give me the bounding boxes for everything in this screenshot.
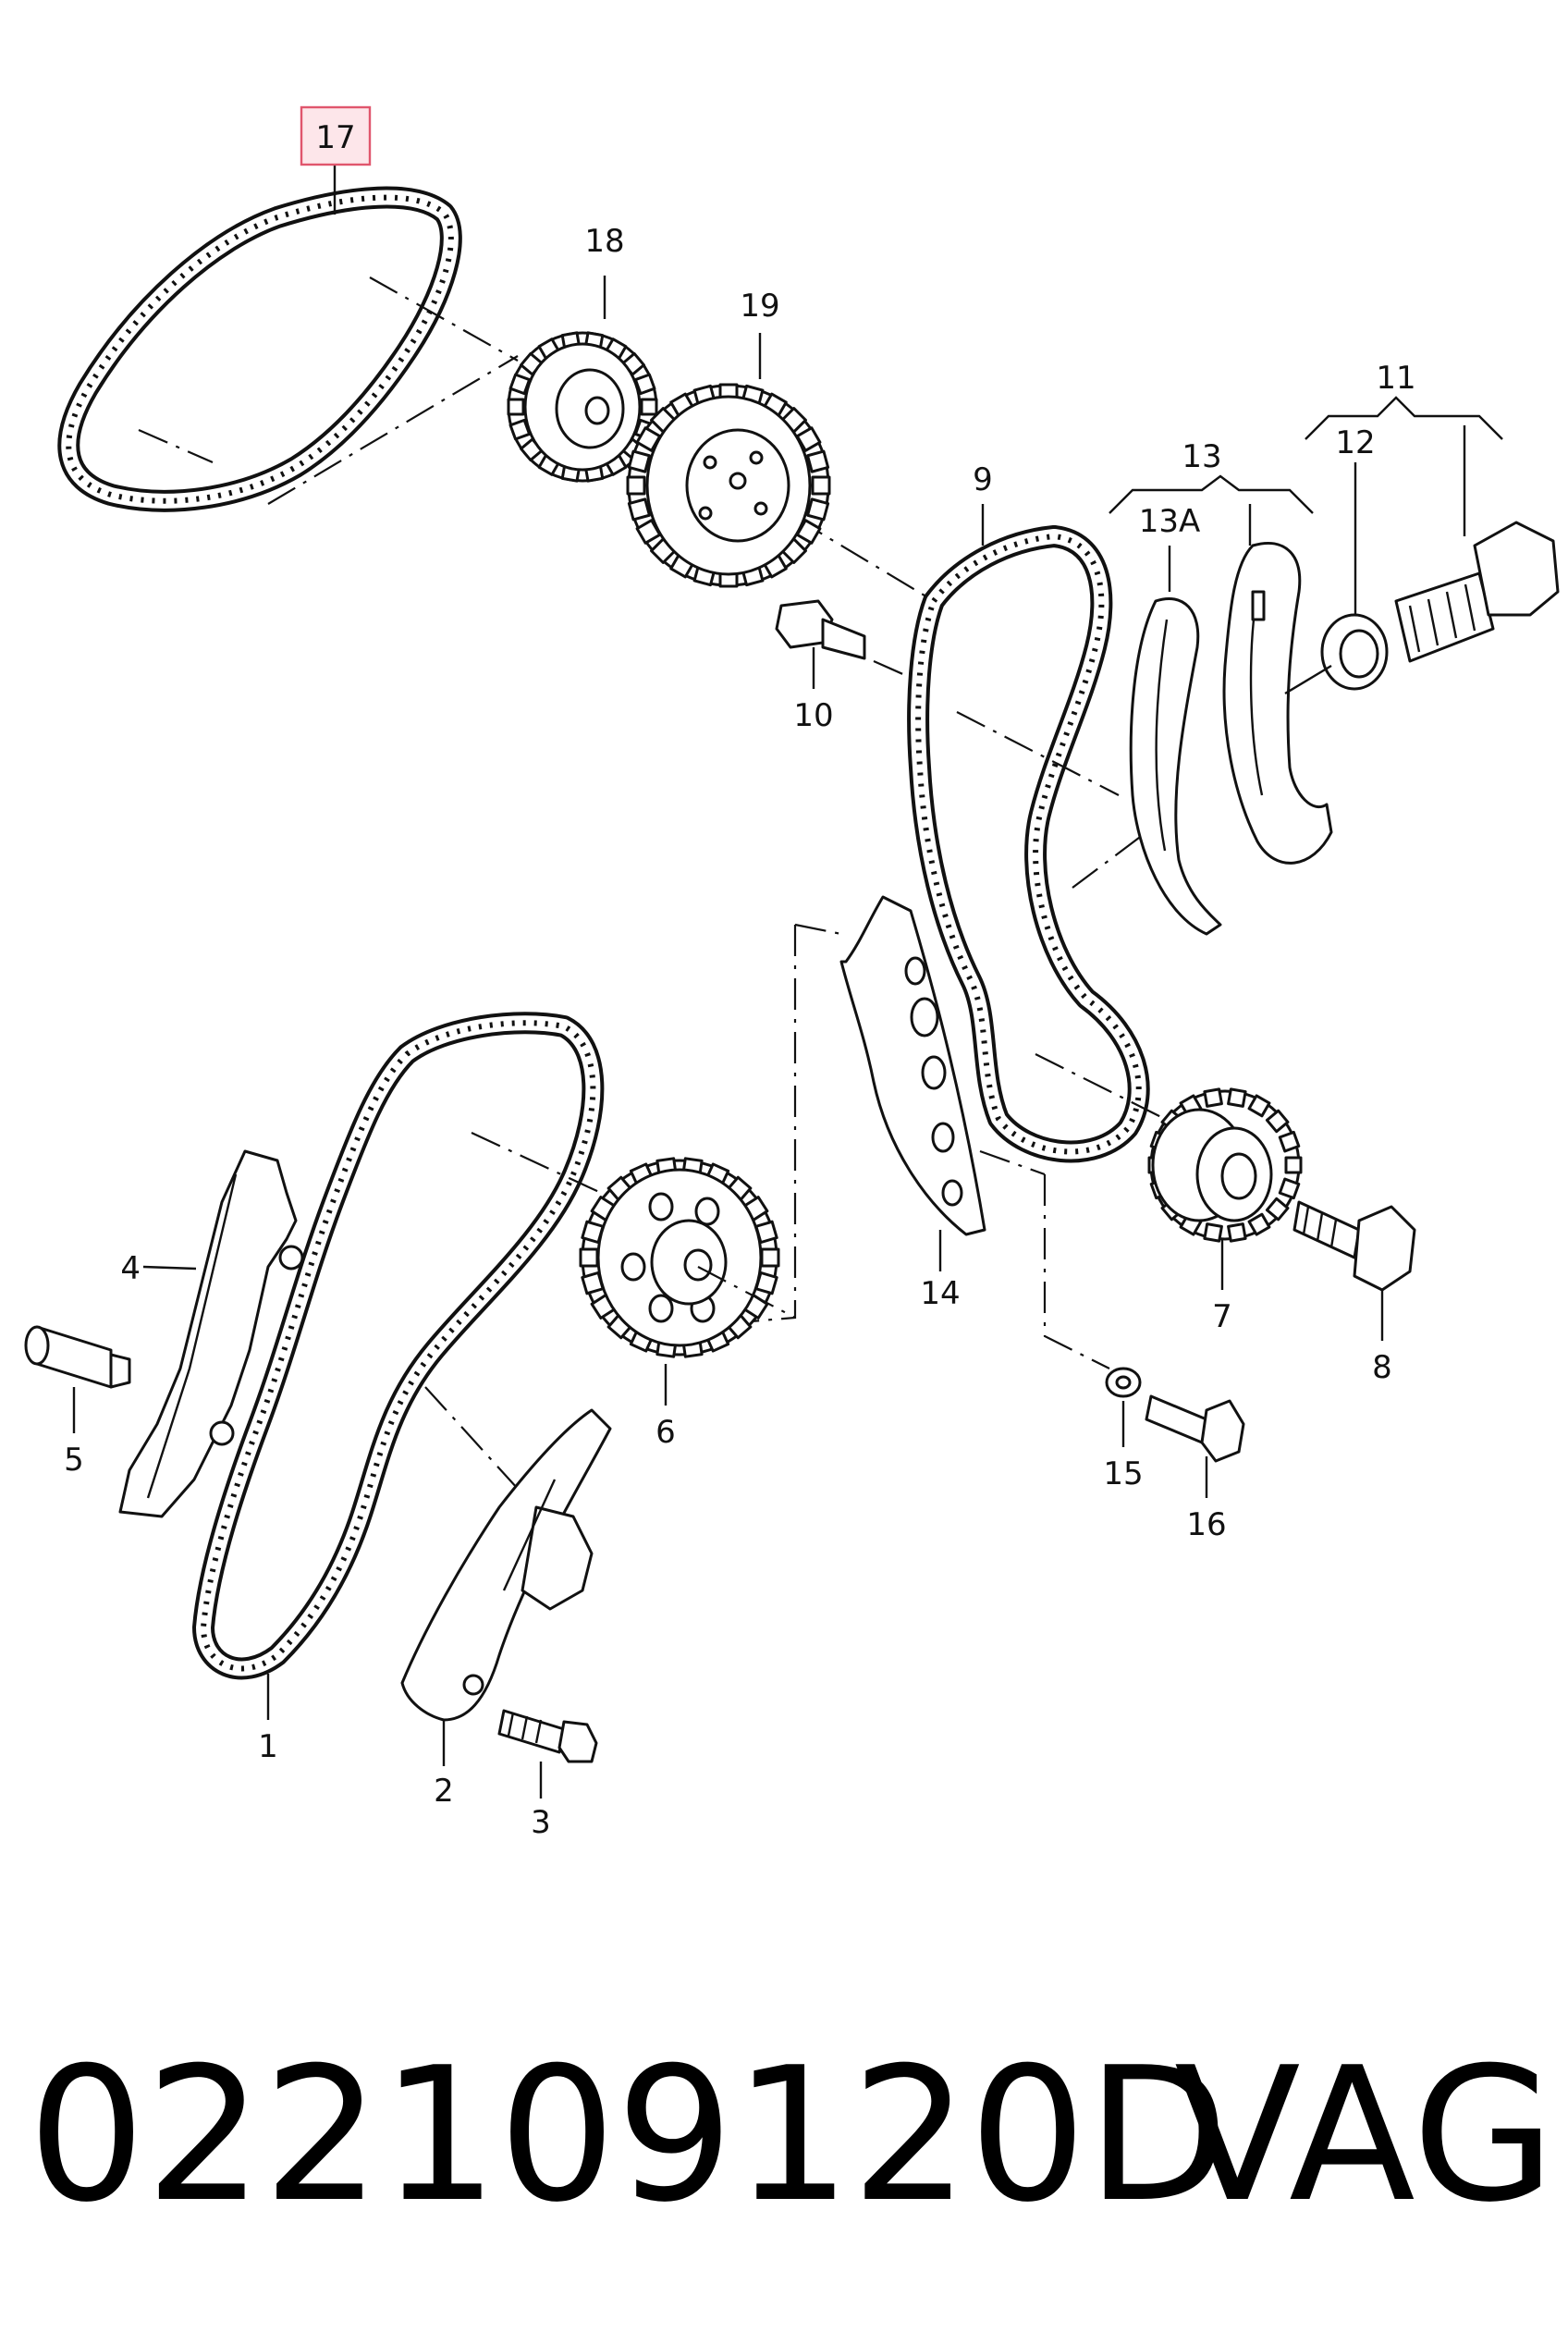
- sprocket-tooth: [627, 497, 651, 522]
- callout-13a[interactable]: 13A: [1139, 503, 1201, 540]
- footer: 022109120D VAG: [28, 2028, 1555, 2243]
- construction-line: [1035, 1053, 1166, 1120]
- callout-10[interactable]: 10: [793, 697, 833, 734]
- sprocket-tooth: [811, 475, 831, 496]
- guide-rail-13a: [1129, 596, 1222, 936]
- bolt-3: [497, 1709, 598, 1763]
- sprocket-19: [626, 383, 831, 588]
- sprocket-tooth: [1227, 1222, 1247, 1243]
- callout-13[interactable]: 13: [1182, 438, 1221, 475]
- callout-2[interactable]: 2: [434, 1773, 454, 1810]
- bolt-16: [1145, 1394, 1245, 1463]
- bolt-10: [775, 599, 916, 681]
- construction-line: [424, 1386, 519, 1490]
- highlight-box-17: [300, 105, 372, 166]
- construction-line: [138, 428, 214, 464]
- sprocket-tooth: [579, 1247, 599, 1268]
- sprocket-tooth: [627, 449, 651, 473]
- sprocket-tooth: [1278, 1130, 1301, 1153]
- construction-line: [956, 711, 1120, 796]
- sprocket-tooth: [806, 449, 830, 473]
- seal-ring-12: [1284, 613, 1389, 695]
- callout-15[interactable]: 15: [1103, 1455, 1143, 1492]
- callout-7[interactable]: 7: [1212, 1298, 1232, 1335]
- tensioner-rail-2: [400, 1408, 612, 1722]
- construction-line: [794, 923, 842, 936]
- construction-line: [267, 355, 519, 505]
- sprocket-tooth: [626, 475, 646, 496]
- sprocket-tooth: [760, 1247, 780, 1268]
- tensioner-rail-13: [1222, 541, 1333, 865]
- sprocket-tooth: [507, 398, 525, 416]
- construction-line: [1072, 831, 1147, 889]
- callout-18[interactable]: 18: [584, 223, 624, 260]
- sprocket-tooth: [1203, 1222, 1223, 1243]
- construction-line: [471, 1132, 602, 1194]
- chain-guide-14: [839, 895, 986, 1236]
- bracket-13: [1109, 474, 1314, 514]
- brand-name: VAG: [1174, 2028, 1556, 2243]
- sprocket-tooth: [640, 398, 658, 416]
- sprocket-tooth: [1265, 1109, 1290, 1134]
- construction-line: [1043, 1174, 1110, 1369]
- sprocket-tooth: [806, 497, 830, 522]
- callout-8[interactable]: 8: [1372, 1349, 1392, 1386]
- construction-line: [979, 1149, 1046, 1176]
- bracket-11: [1305, 396, 1503, 440]
- washer-15: [1105, 1367, 1142, 1398]
- callout-12[interactable]: 12: [1335, 424, 1375, 461]
- construction-line: [697, 1266, 796, 1319]
- sprocket-tooth: [1278, 1177, 1301, 1200]
- sprocket-tooth: [1203, 1087, 1223, 1108]
- callout-19[interactable]: 19: [740, 288, 779, 325]
- callout-11[interactable]: 11: [1376, 360, 1415, 397]
- callout-9[interactable]: 9: [973, 461, 993, 498]
- pin-5: [24, 1325, 131, 1389]
- construction-line: [369, 276, 519, 362]
- sprocket-tooth: [1265, 1197, 1290, 1222]
- callout-6[interactable]: 6: [655, 1414, 676, 1451]
- sprocket-6: [579, 1157, 780, 1358]
- sprocket-tooth: [1227, 1087, 1247, 1108]
- sprocket-tooth: [1247, 1094, 1271, 1118]
- callout-17[interactable]: 17: [315, 119, 355, 156]
- sprocket-7: [1147, 1087, 1303, 1243]
- timing-chain-9: [907, 525, 1150, 1163]
- tensioner-bolt-11: [1394, 521, 1560, 663]
- sprocket-tooth: [1284, 1156, 1303, 1174]
- sprocket-18: [507, 331, 658, 483]
- callout-1[interactable]: 1: [258, 1728, 278, 1765]
- callout-5[interactable]: 5: [64, 1442, 84, 1479]
- bolt-8: [1292, 1200, 1416, 1292]
- callout-16[interactable]: 16: [1186, 1506, 1226, 1543]
- callout-3[interactable]: 3: [531, 1804, 551, 1841]
- callout-14[interactable]: 14: [920, 1275, 960, 1312]
- timing-chain-1: [192, 1012, 605, 1680]
- sprocket-tooth: [1247, 1212, 1271, 1236]
- callout-4[interactable]: 4: [120, 1250, 141, 1287]
- chain-guide-4: [118, 1149, 304, 1518]
- timing-chain-17: [57, 186, 462, 512]
- part-number: 022109120D: [28, 2028, 1230, 2243]
